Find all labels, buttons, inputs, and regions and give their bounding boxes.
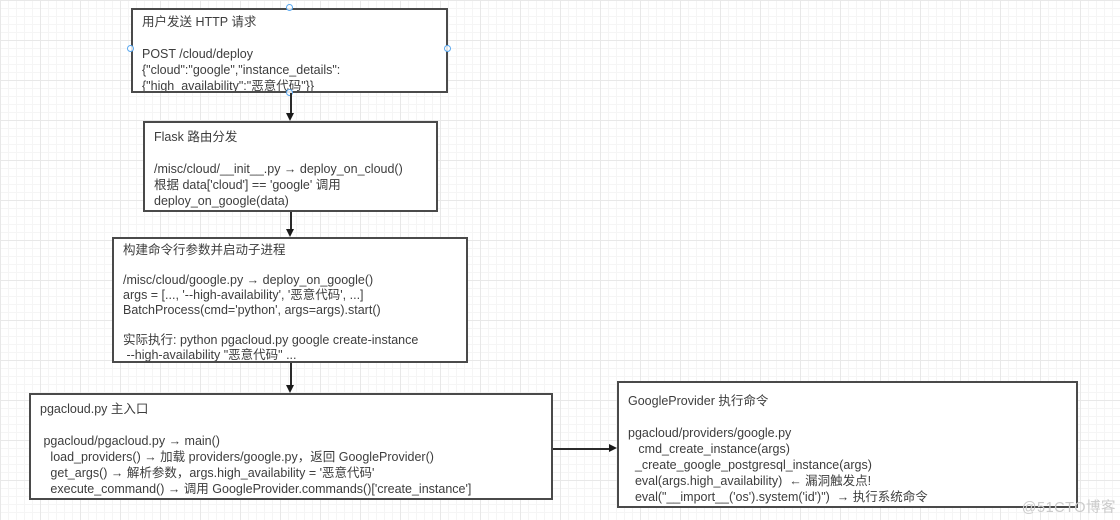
node-text-line: /misc/cloud/__init__.py → deploy_on_clou… <box>154 162 403 176</box>
flow-node-build-args[interactable]: 构建命令行参数并启动子进程 /misc/cloud/google.py → de… <box>112 237 468 363</box>
node-text-line <box>142 30 437 46</box>
node-text-line: --high-availability "恶意代码" ... <box>123 348 297 362</box>
node-text-line <box>123 258 457 273</box>
connection-point-icon <box>286 89 293 96</box>
node-title: Flask 路由分发 <box>154 130 238 144</box>
flow-node-google-provider[interactable]: GoogleProvider 执行命令 pgacloud/providers/g… <box>617 381 1078 508</box>
node-text-line: get_args() → 解析参数，args.high_availability… <box>40 466 375 480</box>
connector-line <box>553 448 610 450</box>
flow-node-user-http-request[interactable]: 用户发送 HTTP 请求 POST /cloud/deploy {"cloud"… <box>131 8 448 93</box>
node-text-line: execute_command() → 调用 GoogleProvider.co… <box>40 482 472 496</box>
arrowhead-down-icon <box>286 113 294 121</box>
node-text-line <box>628 409 1067 425</box>
node-text-line <box>123 318 457 333</box>
connection-point-icon <box>286 4 293 11</box>
node-text-line <box>40 417 542 433</box>
connector-main-to-provider[interactable] <box>553 444 617 453</box>
node-title: 构建命令行参数并启动子进程 <box>123 243 286 257</box>
arrowhead-down-icon <box>286 385 294 393</box>
connector-request-to-flask[interactable] <box>286 93 295 121</box>
arrowhead-right-icon <box>609 444 617 452</box>
node-title: 用户发送 HTTP 请求 <box>142 15 257 29</box>
node-text-line: BatchProcess(cmd='python', args=args).st… <box>123 303 381 317</box>
node-text-line: eval("__import__('os').system('id')") → … <box>628 490 928 504</box>
connector-flask-to-build[interactable] <box>286 212 295 237</box>
connector-build-to-main[interactable] <box>286 363 295 393</box>
node-text-line: POST /cloud/deploy <box>142 47 253 61</box>
node-text-line: eval(args.high_availability) ← 漏洞触发点! <box>628 474 872 488</box>
connector-line <box>290 212 292 230</box>
connector-line <box>290 363 292 386</box>
connection-point-icon <box>127 45 134 52</box>
node-title: pgacloud.py 主入口 <box>40 402 149 416</box>
node-text-line: args = [..., '--high-availability', '恶意代… <box>123 288 364 302</box>
node-text-line: {"high_availability":"恶意代码"}} <box>142 79 314 93</box>
connection-point-icon <box>444 45 451 52</box>
node-text-line: _create_google_postgresql_instance(args) <box>628 458 872 472</box>
node-text-line: /misc/cloud/google.py → deploy_on_google… <box>123 273 374 287</box>
node-text-line: pgacloud/pgacloud.py → main() <box>40 434 220 448</box>
connector-line <box>290 93 292 114</box>
flow-node-pgacloud-main[interactable]: pgacloud.py 主入口 pgacloud/pgacloud.py → m… <box>29 393 553 500</box>
flow-node-flask-routing[interactable]: Flask 路由分发 /misc/cloud/__init__.py → dep… <box>143 121 438 212</box>
node-text-line: load_providers() → 加载 providers/google.p… <box>40 450 434 464</box>
node-text-line: 实际执行: python pgacloud.py google create-i… <box>123 333 419 347</box>
arrowhead-down-icon <box>286 229 294 237</box>
node-text-line: cmd_create_instance(args) <box>628 442 790 456</box>
node-text-line: pgacloud/providers/google.py <box>628 426 792 440</box>
node-text-line: deploy_on_google(data) <box>154 194 289 208</box>
node-text-line: 根据 data['cloud'] == 'google' 调用 <box>154 178 341 192</box>
node-text-line: {"cloud":"google","instance_details": <box>142 63 341 77</box>
node-text-line <box>154 145 427 161</box>
node-title: GoogleProvider 执行命令 <box>628 394 769 408</box>
51cto-watermark: @51CTO博客 <box>1021 500 1116 516</box>
